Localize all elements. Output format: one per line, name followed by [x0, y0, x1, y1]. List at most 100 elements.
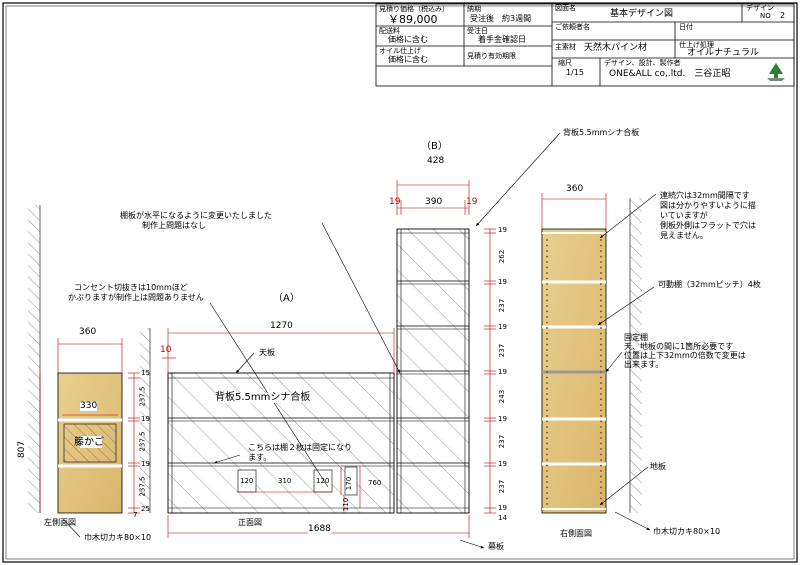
pin-hole — [600, 376, 602, 379]
dim-left-237-5-b: 237.5 — [138, 431, 147, 452]
pin-hole — [600, 497, 602, 500]
dim-b-243: 243 — [498, 389, 507, 404]
hole-note-line-3: いていますが — [660, 211, 708, 220]
hole-note-line-2: 図は分かりやすいように描 — [660, 201, 756, 210]
pin-hole — [546, 327, 548, 329]
material-label: 主素材 — [555, 43, 576, 51]
pin-hole — [600, 288, 602, 291]
pin-hole — [600, 349, 602, 351]
pin-hole — [546, 250, 548, 252]
design-no-sub: NO — [760, 12, 771, 20]
pin-hole — [600, 459, 602, 461]
pin-hole — [546, 299, 548, 302]
pin-hole — [600, 365, 602, 368]
kickboard-label: 幕板 — [488, 542, 504, 551]
maker-label: デザイン、設計、製作者 — [604, 59, 681, 67]
design-no-value: 2 — [780, 11, 786, 20]
dim-left-19-a: 19 — [141, 415, 150, 423]
fixed-shelf-note-line-2: 天、地板の間に1箇所必要です — [624, 342, 734, 351]
pin-hole — [546, 239, 548, 241]
dimension-lines — [39, 180, 607, 538]
hole-note-line-1: 連続穴は32mm間隔です — [660, 191, 750, 200]
pin-hole — [546, 503, 548, 505]
pin-hole — [600, 255, 602, 258]
dim-330: 330 — [80, 401, 98, 411]
pin-hole — [546, 464, 548, 467]
dim-120-a: 120 — [240, 477, 254, 485]
dim-b-19-2: 19 — [498, 278, 507, 286]
oil-finish-label: オイル仕上げ — [379, 47, 421, 55]
pin-hole — [546, 398, 548, 401]
pin-hole — [546, 376, 548, 379]
pin-hole — [546, 354, 548, 357]
pin-hole — [600, 239, 602, 241]
pin-hole — [546, 244, 548, 247]
pin-hole — [546, 442, 548, 445]
fixed-shelf-note-line-1: 固定棚 — [624, 333, 648, 342]
pin-hole — [600, 464, 602, 467]
pin-hole — [546, 382, 548, 384]
pin-hole — [600, 426, 602, 428]
pin-hole — [546, 277, 548, 280]
dim-19-right: 19 — [466, 197, 478, 207]
dim-b-19-5: 19 — [498, 415, 507, 423]
pin-hole — [600, 398, 602, 401]
dim-110: 110 — [342, 497, 351, 512]
client-label: ご依頼者名 — [555, 23, 590, 31]
view-b-label: （B） — [421, 141, 448, 152]
dim-b-19-7: 19 — [498, 504, 507, 512]
pin-hole — [546, 316, 548, 318]
drawing-name-value: 基本デザイン図 — [610, 9, 674, 19]
pin-hole — [546, 387, 548, 390]
dim-120-b: 120 — [316, 477, 330, 485]
pin-hole — [546, 261, 548, 263]
estimate-label: 見積り価格（税込み） — [379, 5, 449, 13]
pin-hole — [600, 261, 602, 263]
pin-hole — [600, 415, 602, 417]
dim-360-right: 360 — [566, 184, 584, 194]
front-view-label: 正面図 — [238, 518, 262, 527]
dim-b-19-6: 19 — [498, 460, 507, 468]
pin-hole — [600, 486, 602, 489]
pin-hole — [546, 437, 548, 439]
pin-hole — [600, 244, 602, 247]
hole-note-line-5: 見えません。 — [660, 231, 708, 240]
pin-hole — [546, 481, 548, 483]
date-label: 日付 — [679, 23, 693, 31]
pin-hole — [600, 404, 602, 406]
delivery-fee-value: 価格に含む — [388, 35, 428, 44]
pin-hole — [600, 481, 602, 483]
pin-hole — [600, 453, 602, 456]
baseboard-cut-left: 巾木切カキ80×10 — [84, 533, 152, 542]
shelf-note-line-1: 棚板が水平になるように変更いたしました — [120, 211, 272, 220]
pin-hole — [600, 277, 602, 280]
pin-hole — [600, 437, 602, 439]
dim-310: 310 — [278, 477, 292, 485]
dim-b-237-2: 237 — [498, 343, 507, 358]
pin-hole — [546, 470, 548, 472]
scale-value: 1/15 — [566, 68, 584, 77]
drawing-name-label: 図面名 — [555, 4, 576, 12]
pin-hole — [600, 354, 602, 357]
pin-hole — [546, 431, 548, 434]
dim-b-19-3: 19 — [498, 323, 507, 331]
pin-hole — [546, 393, 548, 395]
dim-1688: 1688 — [308, 524, 331, 534]
pin-hole — [546, 475, 548, 478]
pin-hole — [600, 387, 602, 390]
pin-hole — [600, 332, 602, 335]
pin-hole — [546, 426, 548, 428]
dim-left-237-5-c: 237.5 — [138, 476, 147, 497]
pin-hole — [546, 288, 548, 291]
right-side-view — [541, 228, 607, 514]
left-side-view-label: 左側面図 — [44, 518, 76, 527]
finish-label: 仕上げ処理 — [679, 41, 714, 49]
pin-hole — [546, 310, 548, 313]
validity-label: 見積り有効期限 — [467, 52, 516, 60]
pin-hole — [600, 343, 602, 346]
pin-hole — [546, 283, 548, 285]
pin-hole — [546, 266, 548, 269]
